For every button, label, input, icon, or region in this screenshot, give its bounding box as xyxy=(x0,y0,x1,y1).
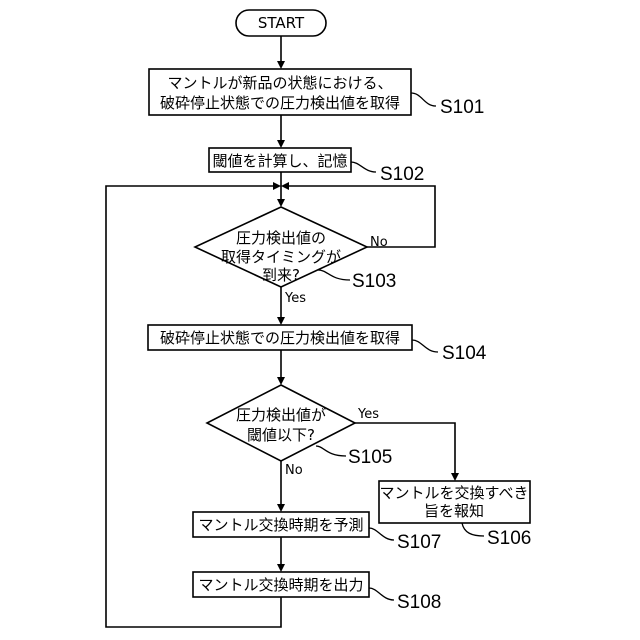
process-s102-text: 閾値を計算し、記憶 xyxy=(212,152,347,170)
decision-s105-line1: 圧力検出値が xyxy=(236,406,326,424)
step-label-s102: S102 xyxy=(380,164,424,185)
arrowhead-s108 xyxy=(277,564,285,572)
decision-s105: 圧力検出値が 閾値以下? xyxy=(207,385,355,461)
process-s107-text: マントル交換時期を予測 xyxy=(198,516,363,534)
arrowhead-loop-right xyxy=(281,182,289,190)
process-s108: マントル交換時期を出力 xyxy=(193,572,369,597)
step-label-s108: S108 xyxy=(397,592,441,613)
process-s102: 閾値を計算し、記憶 xyxy=(209,148,351,172)
branch-label-s103-yes: Yes xyxy=(284,291,306,306)
arrowhead-s103 xyxy=(277,199,285,207)
process-s106: マントルを交換すべき 旨を報知 xyxy=(379,481,530,523)
step-label-s107: S107 xyxy=(397,532,441,553)
step-label-s104: S104 xyxy=(442,343,487,364)
arrowhead-loop-left xyxy=(273,182,281,190)
leader-s101 xyxy=(411,93,436,106)
arrowhead-s106 xyxy=(451,473,459,481)
step-label-s103: S103 xyxy=(352,271,396,292)
arrowhead-s102 xyxy=(277,140,285,148)
process-s107: マントル交換時期を予測 xyxy=(193,512,369,537)
process-s106-line2: 旨を報知 xyxy=(424,502,484,520)
decision-s103-line3: 到来? xyxy=(262,266,300,284)
step-label-s106: S106 xyxy=(487,528,531,549)
arrowhead-s104 xyxy=(277,317,285,325)
decision-s105-line2: 閾値以下? xyxy=(247,426,315,444)
leader-s105 xyxy=(316,446,346,456)
start-label: START xyxy=(258,14,305,32)
decision-s103-line2: 取得タイミングが xyxy=(221,248,341,266)
arrowhead-s107 xyxy=(277,504,285,512)
process-s101-line2: 破砕停止状態での圧力検出値を取得 xyxy=(160,94,400,112)
process-s106-line1: マントルを交換すべき xyxy=(380,484,529,502)
process-s104-text: 破砕停止状態での圧力検出値を取得 xyxy=(160,329,400,347)
arrowhead-s105 xyxy=(277,377,285,385)
process-s101: マントルが新品の状態における、 破砕停止状態での圧力検出値を取得 xyxy=(149,69,411,115)
leader-s104 xyxy=(412,340,438,352)
decision-s103-line1: 圧力検出値の xyxy=(236,229,326,247)
leader-s106 xyxy=(462,523,484,536)
process-s108-text: マントル交換時期を出力 xyxy=(198,576,363,594)
leader-s103 xyxy=(318,270,350,280)
branch-label-s103-no: No xyxy=(370,235,388,250)
step-label-s101: S101 xyxy=(440,97,484,118)
step-label-s105: S105 xyxy=(348,447,392,468)
leader-s107 xyxy=(369,528,394,540)
leader-s102 xyxy=(351,162,376,172)
branch-label-s105-no: No xyxy=(285,463,303,478)
arrowhead-s101 xyxy=(277,61,285,69)
start-terminal: START xyxy=(236,10,326,36)
process-s104: 破砕停止状態での圧力検出値を取得 xyxy=(148,325,412,350)
process-s101-line1: マントルが新品の状態における、 xyxy=(167,74,392,92)
leader-s108 xyxy=(369,588,394,600)
decision-s103: 圧力検出値の 取得タイミングが 到来? xyxy=(195,207,367,287)
branch-label-s105-yes: Yes xyxy=(357,407,379,422)
